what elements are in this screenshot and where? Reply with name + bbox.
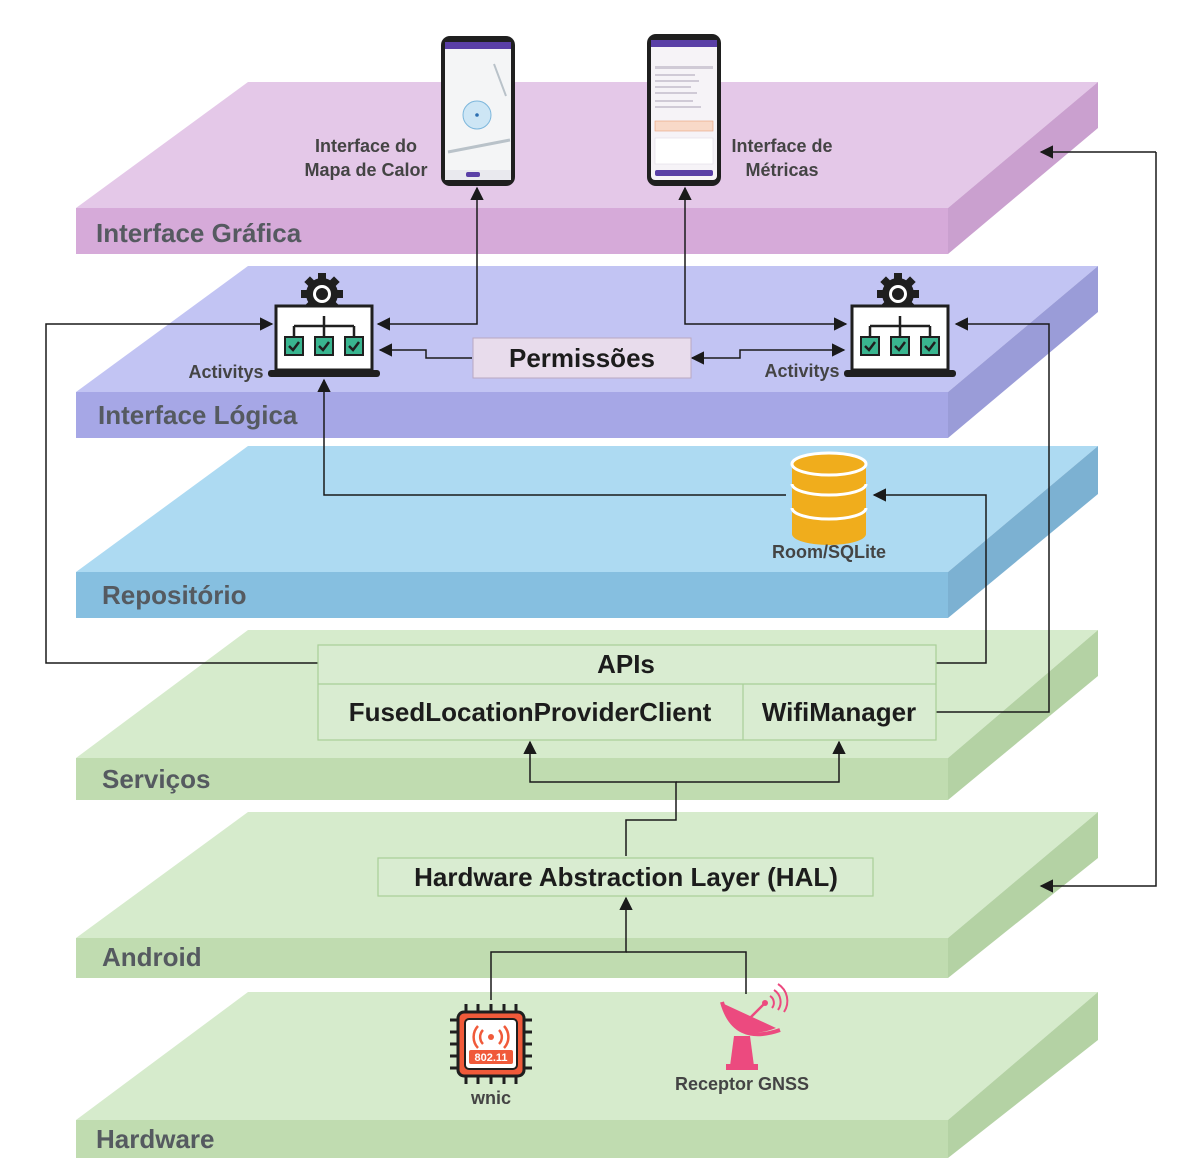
layer-hardware: Hardware [76,992,1098,1158]
check-icon [890,336,910,356]
layer-servicos-label: Serviços [102,764,210,794]
hal-box [377,857,874,897]
layer-repositorio-top [76,446,1098,572]
layer-android-side [948,812,1098,978]
metrics-label-line2: Métricas [745,160,818,180]
layer-logica-label: Interface Lógica [98,400,298,430]
arrow-hal-to-fused [523,740,677,856]
wifi-label: WifiManager [762,697,916,727]
phone-metrics [647,34,721,186]
layer-logica-front [76,392,948,438]
metrics-text-line [655,80,699,82]
arrow-activity-left-to-heatmap [376,186,484,331]
layer-hardware-front [76,1120,948,1158]
layer-repositorio: Repositório [76,446,1098,618]
layer-android-front [76,938,948,978]
fused-label: FusedLocationProviderClient [349,697,712,727]
check-icon [920,336,940,356]
layer-hardware-top [76,992,1098,1120]
activity-laptop-base [268,370,380,377]
layer-hardware-label: Hardware [96,1124,215,1154]
line-gnss-to-hal [626,951,747,994]
arrow-hal-to-wifi [676,740,846,783]
phone-metrics-statusbar [651,40,717,47]
phone-heatmap [441,36,515,186]
layer-servicos-side [948,630,1098,800]
gnss-label: Receptor GNSS [675,1074,809,1094]
layer-servicos-front [76,758,948,800]
satellite-dish-icon [720,983,789,1070]
wnic-chip-icon: 802.11 [450,1004,532,1084]
db-label: Room/SQLite [772,542,886,562]
metrics-chart [654,137,714,165]
layer-hardware-side [948,992,1098,1158]
hal-label: Hardware Abstraction Layer (HAL) [414,862,838,892]
activity-icon-left [268,273,380,377]
metrics-text-line [655,100,693,102]
arrow-wifi-to-activity-right [936,317,1050,713]
apis-box [317,644,937,741]
apis-label: APIs [597,649,655,679]
layer-grafica-top [76,82,1098,208]
permissions-box [472,337,692,379]
check-icon [344,336,364,356]
metrics-label-line1: Interface de [731,136,832,156]
metrics-text-line [655,74,695,76]
activity-left-label: Activitys [188,362,263,382]
layer-logica-side [948,266,1098,438]
activity-laptop-base [844,370,956,377]
check-icon [860,336,880,356]
chip-text: 802.11 [474,1052,507,1064]
phone-heatmap-button [466,172,480,177]
layer-repositorio-front [76,572,948,618]
metrics-text-line [655,92,697,94]
metrics-text-line [655,106,701,108]
arrow-apis-to-activity-left [45,317,318,664]
tree-lines [292,316,356,336]
metrics-button [655,170,713,176]
check-icon [284,336,304,356]
metrics-text-line [655,66,713,69]
activity-icon-right [844,273,956,377]
map-road-2 [493,63,507,97]
database-icon [790,451,868,545]
phone-heatmap-statusbar [445,42,511,49]
arrow-apis-to-db [872,488,987,664]
arrow-permissions-right [690,343,846,365]
activity-right-label: Activitys [764,361,839,381]
metrics-text-line [655,86,691,88]
metrics-alert [654,120,714,132]
connectors [45,145,1157,1000]
heatmap-label-line1: Interface do [315,136,417,156]
arrow-db-to-activity [317,378,786,496]
arrow-hardware-to-hal [490,896,633,1000]
arrow-activity-right-to-metrics [678,186,848,331]
check-icon [314,336,334,356]
arrow-permissions-left [378,343,472,359]
wnic-label: wnic [470,1088,511,1108]
location-dot [475,113,479,117]
layer-repositorio-label: Repositório [102,580,246,610]
arrow-bracket-android [1039,152,1157,893]
layer-android-label: Android [102,942,202,972]
tree-lines [868,316,932,336]
heatmap-label-line2: Mapa de Calor [304,160,427,180]
layer-grafica: Interface Gráfica [76,82,1098,254]
layer-grafica-side [948,82,1098,254]
map-road [447,138,511,154]
permissions-label: Permissões [509,343,655,373]
layer-grafica-label: Interface Gráfica [96,218,302,248]
